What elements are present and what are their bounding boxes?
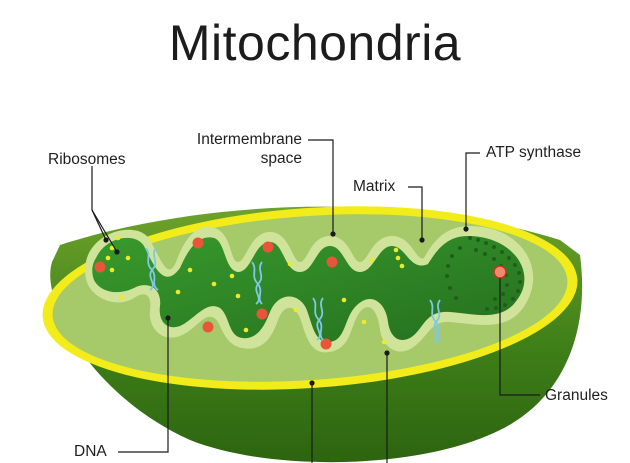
label-granules: Granules (545, 387, 608, 404)
label-atp-synthase: ATP synthase (486, 144, 582, 161)
label-intermembrane-line1: Intermembrane (196, 131, 302, 148)
label-dna: DNA (74, 443, 107, 460)
page-title: Mitochondria (168, 15, 462, 71)
label-ribosomes: Ribosomes (48, 151, 126, 168)
granules (94, 237, 507, 350)
ribosomes (105, 235, 405, 345)
label-matrix: Matrix (353, 178, 396, 195)
dna-strands (145, 247, 441, 343)
leader-lines (91, 139, 540, 463)
matrix-region (92, 236, 525, 343)
label-intermembrane-line2: space (260, 150, 302, 167)
